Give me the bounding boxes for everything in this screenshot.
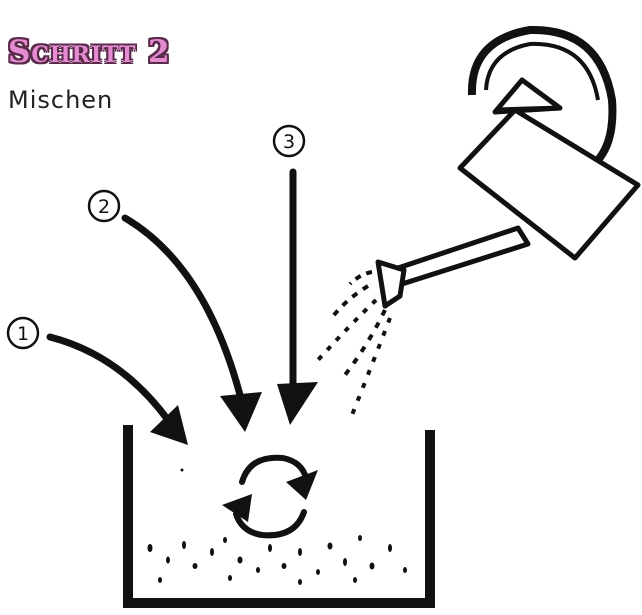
watering-can-icon <box>378 30 638 306</box>
step-1-number: 1 <box>17 323 29 345</box>
step-2-marker: 2 <box>89 191 119 221</box>
soil-speckles <box>148 469 408 586</box>
arrow-3 <box>277 172 318 425</box>
soil-container-icon <box>128 425 430 603</box>
arrow-2 <box>125 218 262 432</box>
step-3-number: 3 <box>283 131 295 153</box>
step-1-marker: 1 <box>8 318 38 348</box>
water-drops <box>318 272 390 420</box>
arrow-1 <box>50 337 188 445</box>
step-3-marker: 3 <box>274 126 304 156</box>
mixing-cycle-icon <box>222 458 318 536</box>
step-2-number: 2 <box>98 196 110 218</box>
